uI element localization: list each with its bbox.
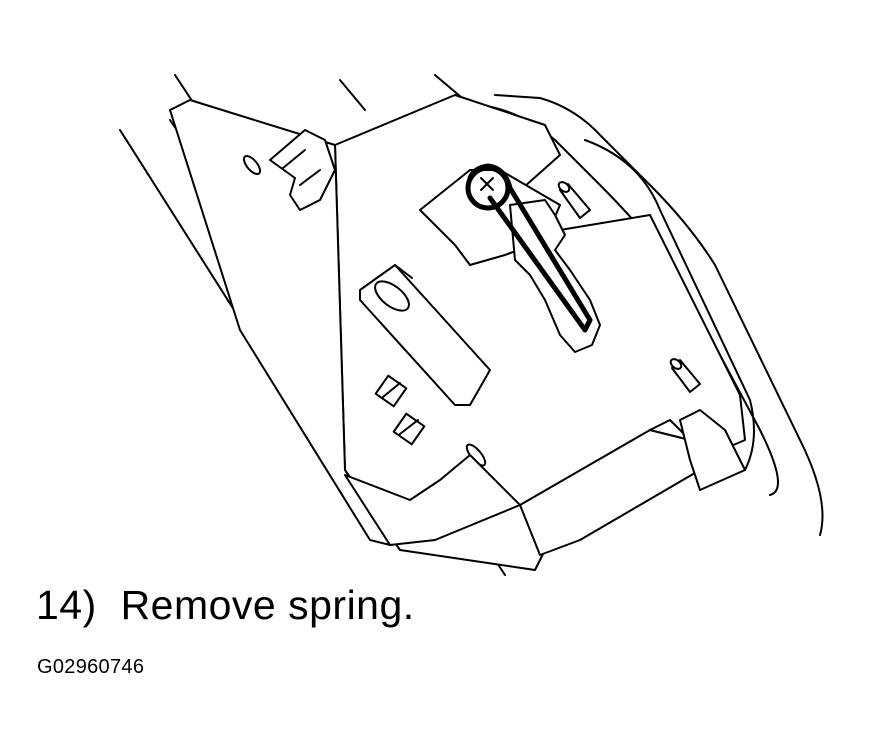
spring-removal-illustration (119, 74, 824, 576)
pin-lower-top (669, 358, 683, 370)
top-clip (269, 129, 336, 211)
step-instruction: Remove spring. (120, 582, 415, 628)
housing-outer-edge (494, 94, 824, 536)
step-caption: 14) Remove spring. (36, 582, 415, 629)
housing-rim (584, 139, 755, 471)
bracket-bottom-cross (399, 419, 419, 435)
rail-line-edge (339, 79, 366, 111)
bottom-bracket (679, 409, 746, 491)
mounting-slot-top (242, 154, 262, 176)
step-number: 14) (36, 582, 97, 628)
bottom-block-top (649, 419, 691, 441)
spring-coil (465, 165, 511, 211)
slot-block-hole (374, 280, 410, 312)
lower-housing (344, 454, 521, 546)
guide-slot (509, 199, 601, 353)
figure-id: G02960746 (37, 656, 145, 678)
screw-cross-icon (480, 177, 494, 191)
bracket-top-cross (382, 382, 401, 398)
pin-upper-top (557, 181, 571, 193)
top-clip-detail (282, 149, 321, 186)
slot-block-edge (394, 264, 413, 279)
